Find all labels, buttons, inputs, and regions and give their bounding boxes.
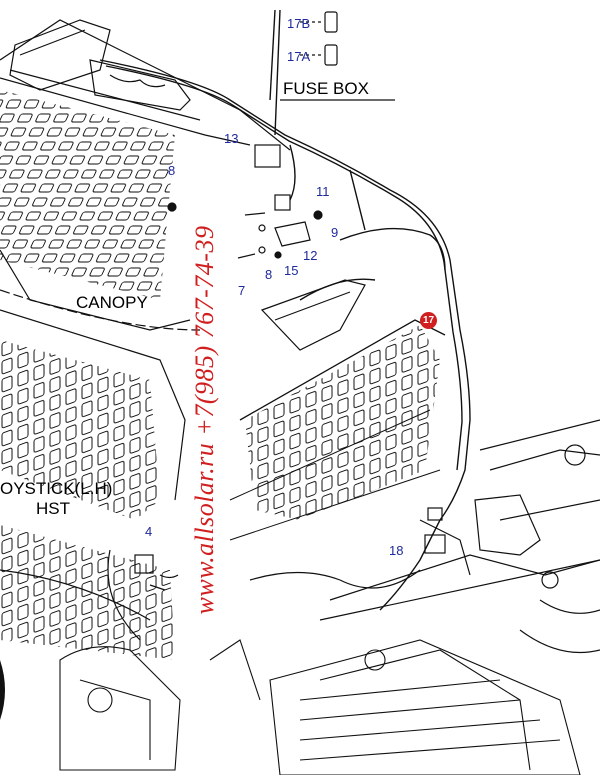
callout-8-upper: 8 (168, 163, 176, 178)
joystick-wiring (0, 549, 179, 641)
engine-block (59, 639, 581, 775)
canopy-roof (0, 19, 291, 331)
callout-8-lower: 8 (265, 267, 273, 282)
hst-label: HST (36, 499, 70, 518)
callout-13: 13 (224, 131, 239, 146)
canopy-label: CANOPY (76, 293, 148, 312)
callout-17b: 17B (287, 16, 311, 31)
roof-grille (0, 90, 175, 300)
fuse-connectors (280, 11, 395, 101)
callout-12: 12 (303, 248, 318, 263)
joystick-label: OYSTICK(L.H) (0, 479, 113, 498)
relay-bracket (167, 144, 323, 259)
fuse-box-label: FUSE BOX (283, 79, 369, 98)
mount-bracket (260, 279, 366, 351)
callout-9: 9 (331, 225, 339, 240)
watermark-text: www.allsolar.ru +7(985) 767-74-39 (190, 225, 219, 615)
callout-17a: 17A (287, 49, 311, 64)
callout-15: 15 (284, 263, 299, 278)
lower-frame (249, 419, 600, 653)
callout-11: 11 (316, 184, 330, 199)
rear-grille (229, 319, 446, 541)
callout-4: 4 (145, 524, 153, 539)
left-edge-mark (0, 660, 5, 720)
callout-17-badge: 17 (420, 312, 437, 329)
lower-grille (0, 525, 175, 660)
dome-light (9, 19, 191, 111)
callout-7: 7 (238, 283, 246, 298)
side-grille (0, 309, 186, 520)
callout-18: 18 (389, 543, 404, 558)
